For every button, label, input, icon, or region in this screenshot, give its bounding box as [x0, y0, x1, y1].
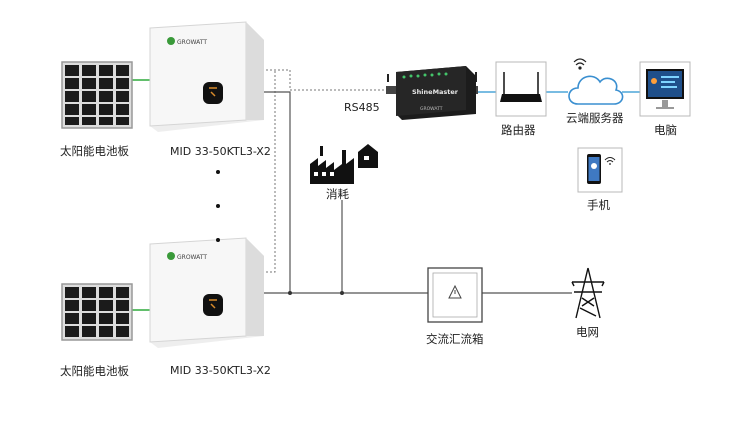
inverter-bottom-model: MID 33-50KTL3-X2 [170, 364, 271, 377]
solar-panel-top-icon [61, 61, 133, 129]
rs485-label: RS485 [344, 101, 380, 114]
inverter-top-brand: GROWATT [177, 39, 207, 46]
power-pylon-icon [571, 267, 605, 319]
ac-bus-top [262, 91, 291, 293]
factory-icon [310, 144, 378, 184]
comm-line-bottom [262, 70, 276, 273]
solar-panel-bottom-label: 太阳能电池板 [60, 364, 129, 378]
inverter-bottom-brand: GROWATT [177, 254, 207, 261]
wifi-icon [573, 58, 587, 70]
phone-label: 手机 [587, 198, 610, 212]
router-icon [495, 61, 547, 117]
cloud-icon [568, 75, 624, 105]
solar-panel-top-label: 太阳能电池板 [60, 144, 129, 158]
datalogger-name: ShineMaster [412, 88, 459, 96]
solar-panel-bottom-icon [61, 283, 133, 341]
more-inverters-dots [216, 170, 220, 242]
combiner-box-label: 交流汇流箱 [426, 332, 484, 346]
cloud-label: 云端服务器 [566, 111, 624, 125]
consumption-label: 消耗 [326, 187, 349, 201]
combiner-box-icon [427, 267, 483, 323]
datalogger-brand: GROWATT [420, 106, 443, 112]
inverter-top-icon: GROWATT [149, 21, 264, 132]
connection-lines [132, 69, 640, 311]
grid-label: 电网 [576, 325, 599, 339]
phone-icon [577, 147, 623, 193]
router-label: 路由器 [501, 123, 536, 137]
datalogger-icon: ShineMaster GROWATT [386, 66, 478, 120]
computer-icon [639, 61, 691, 117]
inverter-top-model: MID 33-50KTL3-X2 [170, 145, 271, 158]
computer-label: 电脑 [654, 123, 677, 137]
comm-line-top [262, 69, 395, 91]
inverter-bottom-icon: GROWATT [149, 237, 264, 348]
